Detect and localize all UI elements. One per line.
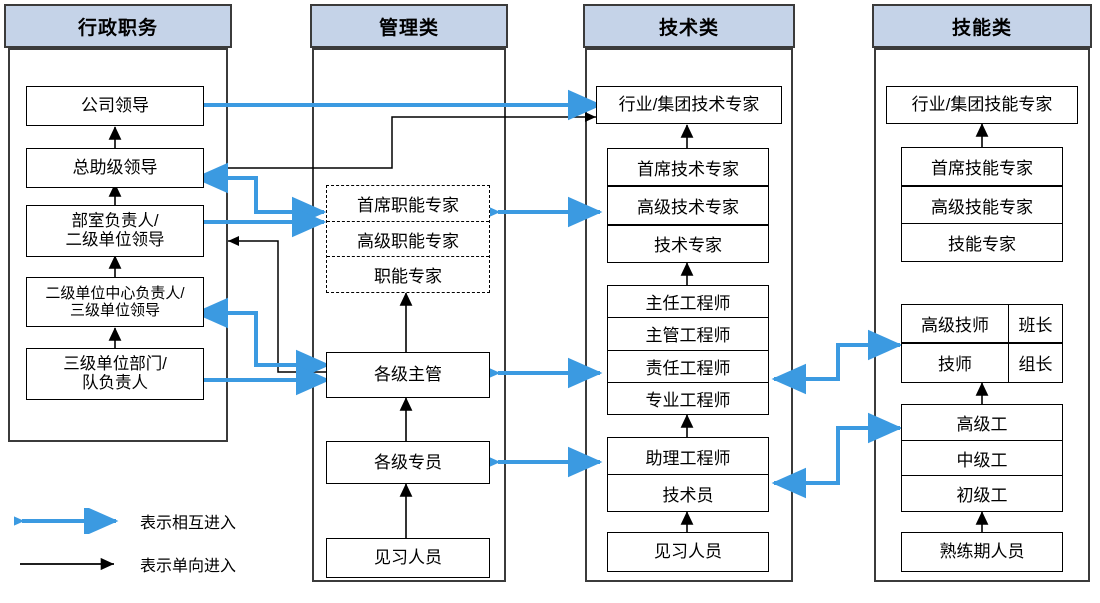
node-assistant-engineer[interactable]: 助理工程师 [608,438,768,475]
node-specialists-all-levels[interactable]: 各级专员 [326,441,490,484]
node-chief-tech-expert[interactable]: 首席技术专家 [608,149,768,188]
legend-mutual-label: 表示相互进入 [140,515,237,532]
node-senior-skill-expert[interactable]: 高级技能专家 [902,186,1062,225]
node-skill-expert[interactable]: 技能专家 [902,224,1062,262]
node-senior-tech-expert[interactable]: 高级技术专家 [608,187,768,226]
node-dept-head[interactable]: 部室负责人/ 二级单位领导 [26,205,204,257]
technician-row-technician: 技师 组长 [902,343,1062,382]
node-company-leader[interactable]: 公司领导 [26,86,204,126]
node-intermediate-worker[interactable]: 中级工 [902,440,1062,477]
column-header-skill: 技能类 [872,4,1092,48]
grid-technician: 高级技师 班长 技师 组长 [901,304,1063,383]
node-skilled-probation-staff[interactable]: 熟练期人员 [901,532,1063,572]
double-arrow-blue-icon [14,508,119,534]
node-supervising-engineer[interactable]: 主管工程师 [608,318,768,351]
node-tech-expert[interactable]: 技术专家 [608,225,768,262]
node-professional-engineer[interactable]: 专业工程师 [608,382,768,414]
stack-engineer: 主任工程师 主管工程师 责任工程师 专业工程师 [607,285,769,415]
node-industry-group-skill-expert[interactable]: 行业/集团技能专家 [886,86,1078,124]
stack-technical-expert: 首席技术专家 高级技术专家 技术专家 [607,148,769,263]
stack-functional-expert: 首席职能专家 高级职能专家 职能专家 [326,185,490,293]
column-header-technical: 技术类 [583,4,795,48]
node-director-engineer[interactable]: 主任工程师 [608,286,768,319]
node-assistant-gm-leader[interactable]: 总助级领导 [26,148,204,188]
node-senior-technician[interactable]: 高级技师 [902,305,1009,344]
node-tertiary-unit-dept-head-label: 三级单位部门/ 队负责人 [63,355,167,392]
node-chief-functional-expert[interactable]: 首席职能专家 [327,186,489,222]
node-secondary-unit-center-head-label: 二级单位中心负责人/ 三级单位领导 [45,284,185,319]
node-group-leader-zu[interactable]: 组长 [1018,355,1053,375]
node-team-leader-ban[interactable]: 班长 [1009,305,1062,344]
column-header-admin: 行政职务 [4,4,232,48]
legend-oneway: 表示单向进入 [14,551,236,577]
legend-oneway-label: 表示单向进入 [140,558,237,575]
node-chief-skill-expert[interactable]: 首席技能专家 [902,148,1062,187]
node-senior-functional-expert[interactable]: 高级职能专家 [327,221,489,258]
node-technical-trainee[interactable]: 见习人员 [607,532,769,572]
node-technician[interactable]: 技师 [902,343,1009,382]
node-dept-head-label: 部室负责人/ 二级单位领导 [65,212,165,249]
stack-junior-technical: 助理工程师 技术员 [607,437,769,512]
technician-row-senior: 高级技师 班长 [902,305,1062,344]
node-functional-expert[interactable]: 职能专家 [327,257,489,293]
node-responsible-engineer[interactable]: 责任工程师 [608,350,768,383]
stack-worker-grade: 高级工 中级工 初级工 [901,404,1063,512]
node-management-trainee[interactable]: 见习人员 [326,538,490,578]
single-arrow-black-icon [20,557,114,571]
legend-mutual: 表示相互进入 [14,508,236,534]
node-senior-worker[interactable]: 高级工 [902,405,1062,441]
node-supervisors-all-levels[interactable]: 各级主管 [326,352,490,398]
column-header-management: 管理类 [310,4,508,48]
node-tertiary-unit-dept-head[interactable]: 三级单位部门/ 队负责人 [26,348,204,400]
node-junior-worker[interactable]: 初级工 [902,476,1062,512]
node-secondary-unit-center-head[interactable]: 二级单位中心负责人/ 三级单位领导 [26,277,204,327]
node-industry-group-tech-expert[interactable]: 行业/集团技术专家 [596,86,782,124]
stack-skill-expert: 首席技能专家 高级技能专家 技能专家 [901,147,1063,262]
column-management [312,48,506,582]
node-technician-staff[interactable]: 技术员 [608,475,768,511]
